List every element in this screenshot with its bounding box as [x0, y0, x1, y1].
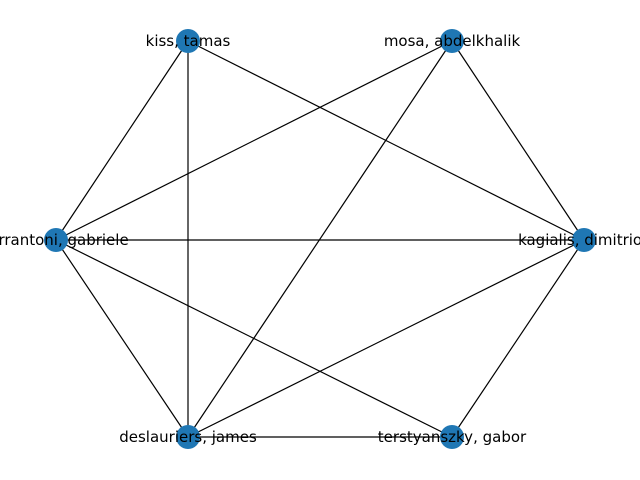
- node-label-terrantoni: terrantoni, gabriele: [0, 231, 129, 249]
- node-label-kiss: kiss, tamas: [146, 32, 231, 50]
- edge-mosa-kagialis: [451, 40, 585, 241]
- node-deslauriers: [176, 425, 200, 449]
- node-label-mosa: mosa, abdelkhalik: [384, 32, 521, 50]
- edge-mosa-terrantoni: [55, 40, 453, 241]
- edge-mosa-deslauriers: [187, 40, 453, 438]
- edge-kiss-terrantoni: [55, 40, 189, 241]
- edge-terrantoni-terstyanszky: [55, 239, 453, 438]
- node-layer: [44, 29, 596, 449]
- node-mosa: [440, 29, 464, 53]
- node-terrantoni: [44, 228, 68, 252]
- node-kiss: [176, 29, 200, 53]
- node-label-kagialis: kagialis, dimitrios: [518, 231, 640, 249]
- label-layer: kiss, tamas mosa, abdelkhalik kagialis, di…: [0, 32, 640, 446]
- node-label-deslauriers: deslauriers, james: [119, 428, 257, 446]
- node-label-terstyanszky: terstyanszky, gabor: [378, 428, 527, 446]
- edge-deslauriers-kagialis: [187, 239, 585, 438]
- node-kagialis: [572, 228, 596, 252]
- edge-terrantoni-deslauriers: [55, 239, 189, 438]
- node-terstyanszky: [440, 425, 464, 449]
- edge-kagialis-terstyanszky: [451, 239, 585, 438]
- edge-layer: [55, 40, 585, 438]
